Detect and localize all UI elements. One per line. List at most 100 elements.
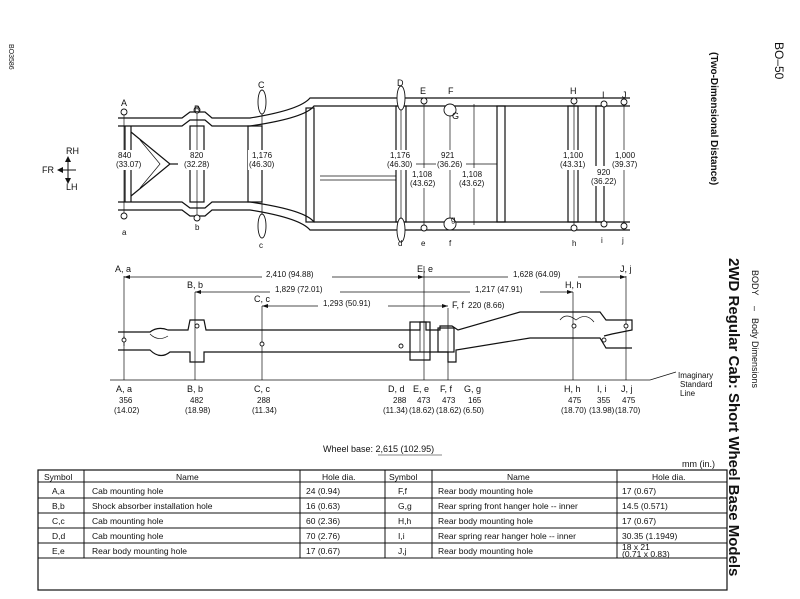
name-cell: Rear body mounting hole — [438, 516, 533, 526]
dia-cell: 16 (0.63) — [306, 501, 340, 511]
point-c-upper: C — [258, 80, 265, 90]
symbol-cell: F,f — [398, 486, 408, 496]
dim-d-mm: 1,176 — [390, 151, 411, 160]
dim-a-mm: 840 — [118, 151, 132, 160]
side-label-cc: C, c — [254, 294, 271, 304]
units-label: mm (in.) — [682, 459, 715, 469]
side-dim-220: 220 (8.66) — [468, 301, 505, 310]
bottom-label-ii: I, i — [597, 384, 607, 394]
side-view-frame — [118, 311, 633, 363]
side-dim-1217: 1,217 (47.91) — [475, 285, 523, 294]
dim-g-mm: 1,108 — [462, 170, 483, 179]
col-dia-left: Hole dia. — [322, 472, 356, 482]
bottom-in-jj: (18.70) — [615, 406, 641, 415]
wheel-base: Wheel base: 2,615 (102.95) — [323, 444, 434, 454]
col-symbol-left: Symbol — [44, 472, 72, 482]
dia-cell: 70 (2.76) — [306, 531, 340, 541]
name-cell: Cab mounting hole — [92, 516, 164, 526]
lh-label: LH — [66, 182, 78, 192]
symbol-cell: A,a — [52, 486, 65, 496]
figure-code: BO3586 — [7, 44, 14, 70]
side-label-ff: F, f — [452, 300, 465, 310]
section-separator: – — [750, 306, 760, 311]
dim-i-mm: 920 — [597, 168, 611, 177]
table-row: D,d Cab mounting hole 70 (2.76) I,i Rear… — [52, 531, 677, 541]
dim-j-in: (39.37) — [612, 160, 638, 169]
dim-g-in: (43.62) — [459, 179, 485, 188]
side-dim-1628: 1,628 (64.09) — [513, 270, 561, 279]
side-dim-1293: 1,293 (50.91) — [323, 299, 371, 308]
dia-cell: 17 (0.67) — [622, 486, 656, 496]
point-b-lower: b — [195, 223, 200, 232]
bottom-mm-jj: 475 — [622, 396, 636, 405]
table-row: B,b Shock absorber installation hole 16 … — [52, 501, 668, 511]
table-row: A,a Cab mounting hole 24 (0.94) F,f Rear… — [52, 486, 656, 496]
point-e-upper: E — [420, 86, 426, 96]
dim-i-in: (36.22) — [591, 177, 617, 186]
dia-cell-inches: (0.71 x 0.83) — [622, 549, 670, 559]
dia-cell: 17 (0.67) — [622, 516, 656, 526]
diagram-subtitle: (Two-Dimensional Distance) — [708, 52, 719, 185]
symbol-cell: G,g — [398, 501, 412, 511]
bottom-in-ee: (18.62) — [409, 406, 435, 415]
top-view-dimensions: 840 (33.07) 820 (32.28) 1,176 (46.30) 1,… — [115, 150, 642, 188]
name-cell: Cab mounting hole — [92, 531, 164, 541]
dim-f-in: (36.26) — [437, 160, 463, 169]
point-g-upper: G — [452, 111, 459, 121]
bottom-mm-ee: 473 — [417, 396, 431, 405]
bottom-label-dd: D, d — [388, 384, 405, 394]
symbol-cell: E,e — [52, 546, 65, 556]
name-cell: Rear spring rear hanger hole -- inner — [438, 531, 576, 541]
bottom-in-aa: (14.02) — [114, 406, 140, 415]
dim-f-mm: 921 — [441, 151, 455, 160]
bottom-in-dd: (11.34) — [383, 406, 408, 415]
symbol-cell: I,i — [398, 531, 405, 541]
symbol-cell: C,c — [52, 516, 66, 526]
bottom-label-bb: B, b — [187, 384, 203, 394]
dia-cell: 30.35 (1.1949) — [622, 531, 677, 541]
imaginary-line-label-2: Standard — [680, 380, 712, 389]
dia-cell: 60 (2.36) — [306, 516, 340, 526]
side-label-jj: J, j — [620, 264, 632, 274]
side-dim-1829: 1,829 (72.01) — [275, 285, 323, 294]
point-i-upper: I — [602, 90, 605, 100]
dim-b-mm: 820 — [190, 151, 204, 160]
bottom-in-cc: (11.34) — [252, 406, 277, 415]
point-d-upper: D — [397, 78, 404, 88]
point-h-lower: h — [572, 239, 576, 248]
section-label: BODY — [750, 270, 760, 296]
point-j-lower: j — [621, 236, 624, 245]
symbol-cell: H,h — [398, 516, 412, 526]
side-view-bottom-points: A, a 356 (14.02) B, b 482 (18.98) C, c 2… — [114, 384, 641, 415]
side-label-ee: E, e — [417, 264, 433, 274]
bottom-label-jj: J, j — [621, 384, 633, 394]
point-d-lower: d — [398, 239, 402, 248]
symbol-cell: D,d — [52, 531, 66, 541]
hole-table: Symbol Name Hole dia. Symbol Name Hole d… — [37, 469, 728, 591]
subsection-label: Body Dimensions — [750, 318, 760, 389]
dia-cell: 24 (0.94) — [306, 486, 340, 496]
dim-d-in: (46.30) — [387, 160, 413, 169]
dim-j-mm: 1,000 — [615, 151, 636, 160]
point-e-lower: e — [421, 239, 426, 248]
arrow-down-icon — [65, 178, 71, 184]
dim-e-in: (43.62) — [410, 179, 436, 188]
bottom-label-ee: E, e — [413, 384, 429, 394]
bottom-mm-dd: 288 — [393, 396, 407, 405]
bottom-in-gg: (6.50) — [463, 406, 484, 415]
name-cell: Rear spring front hanger hole -- inner — [438, 501, 578, 511]
name-cell: Shock absorber installation hole — [92, 501, 213, 511]
name-cell: Cab mounting hole — [92, 486, 164, 496]
bottom-mm-ff: 473 — [442, 396, 456, 405]
point-a-upper: A — [121, 98, 127, 108]
point-i-lower: i — [601, 236, 603, 245]
col-name-right: Name — [507, 472, 530, 482]
symbol-cell: B,b — [52, 501, 65, 511]
imaginary-line-label-3: Line — [680, 389, 696, 398]
dim-c-in: (46.30) — [249, 160, 275, 169]
bottom-mm-bb: 482 — [190, 396, 204, 405]
side-label-aa: A, a — [115, 264, 131, 274]
bottom-in-ii: (13.98) — [589, 406, 615, 415]
bottom-label-ff: F, f — [440, 384, 453, 394]
